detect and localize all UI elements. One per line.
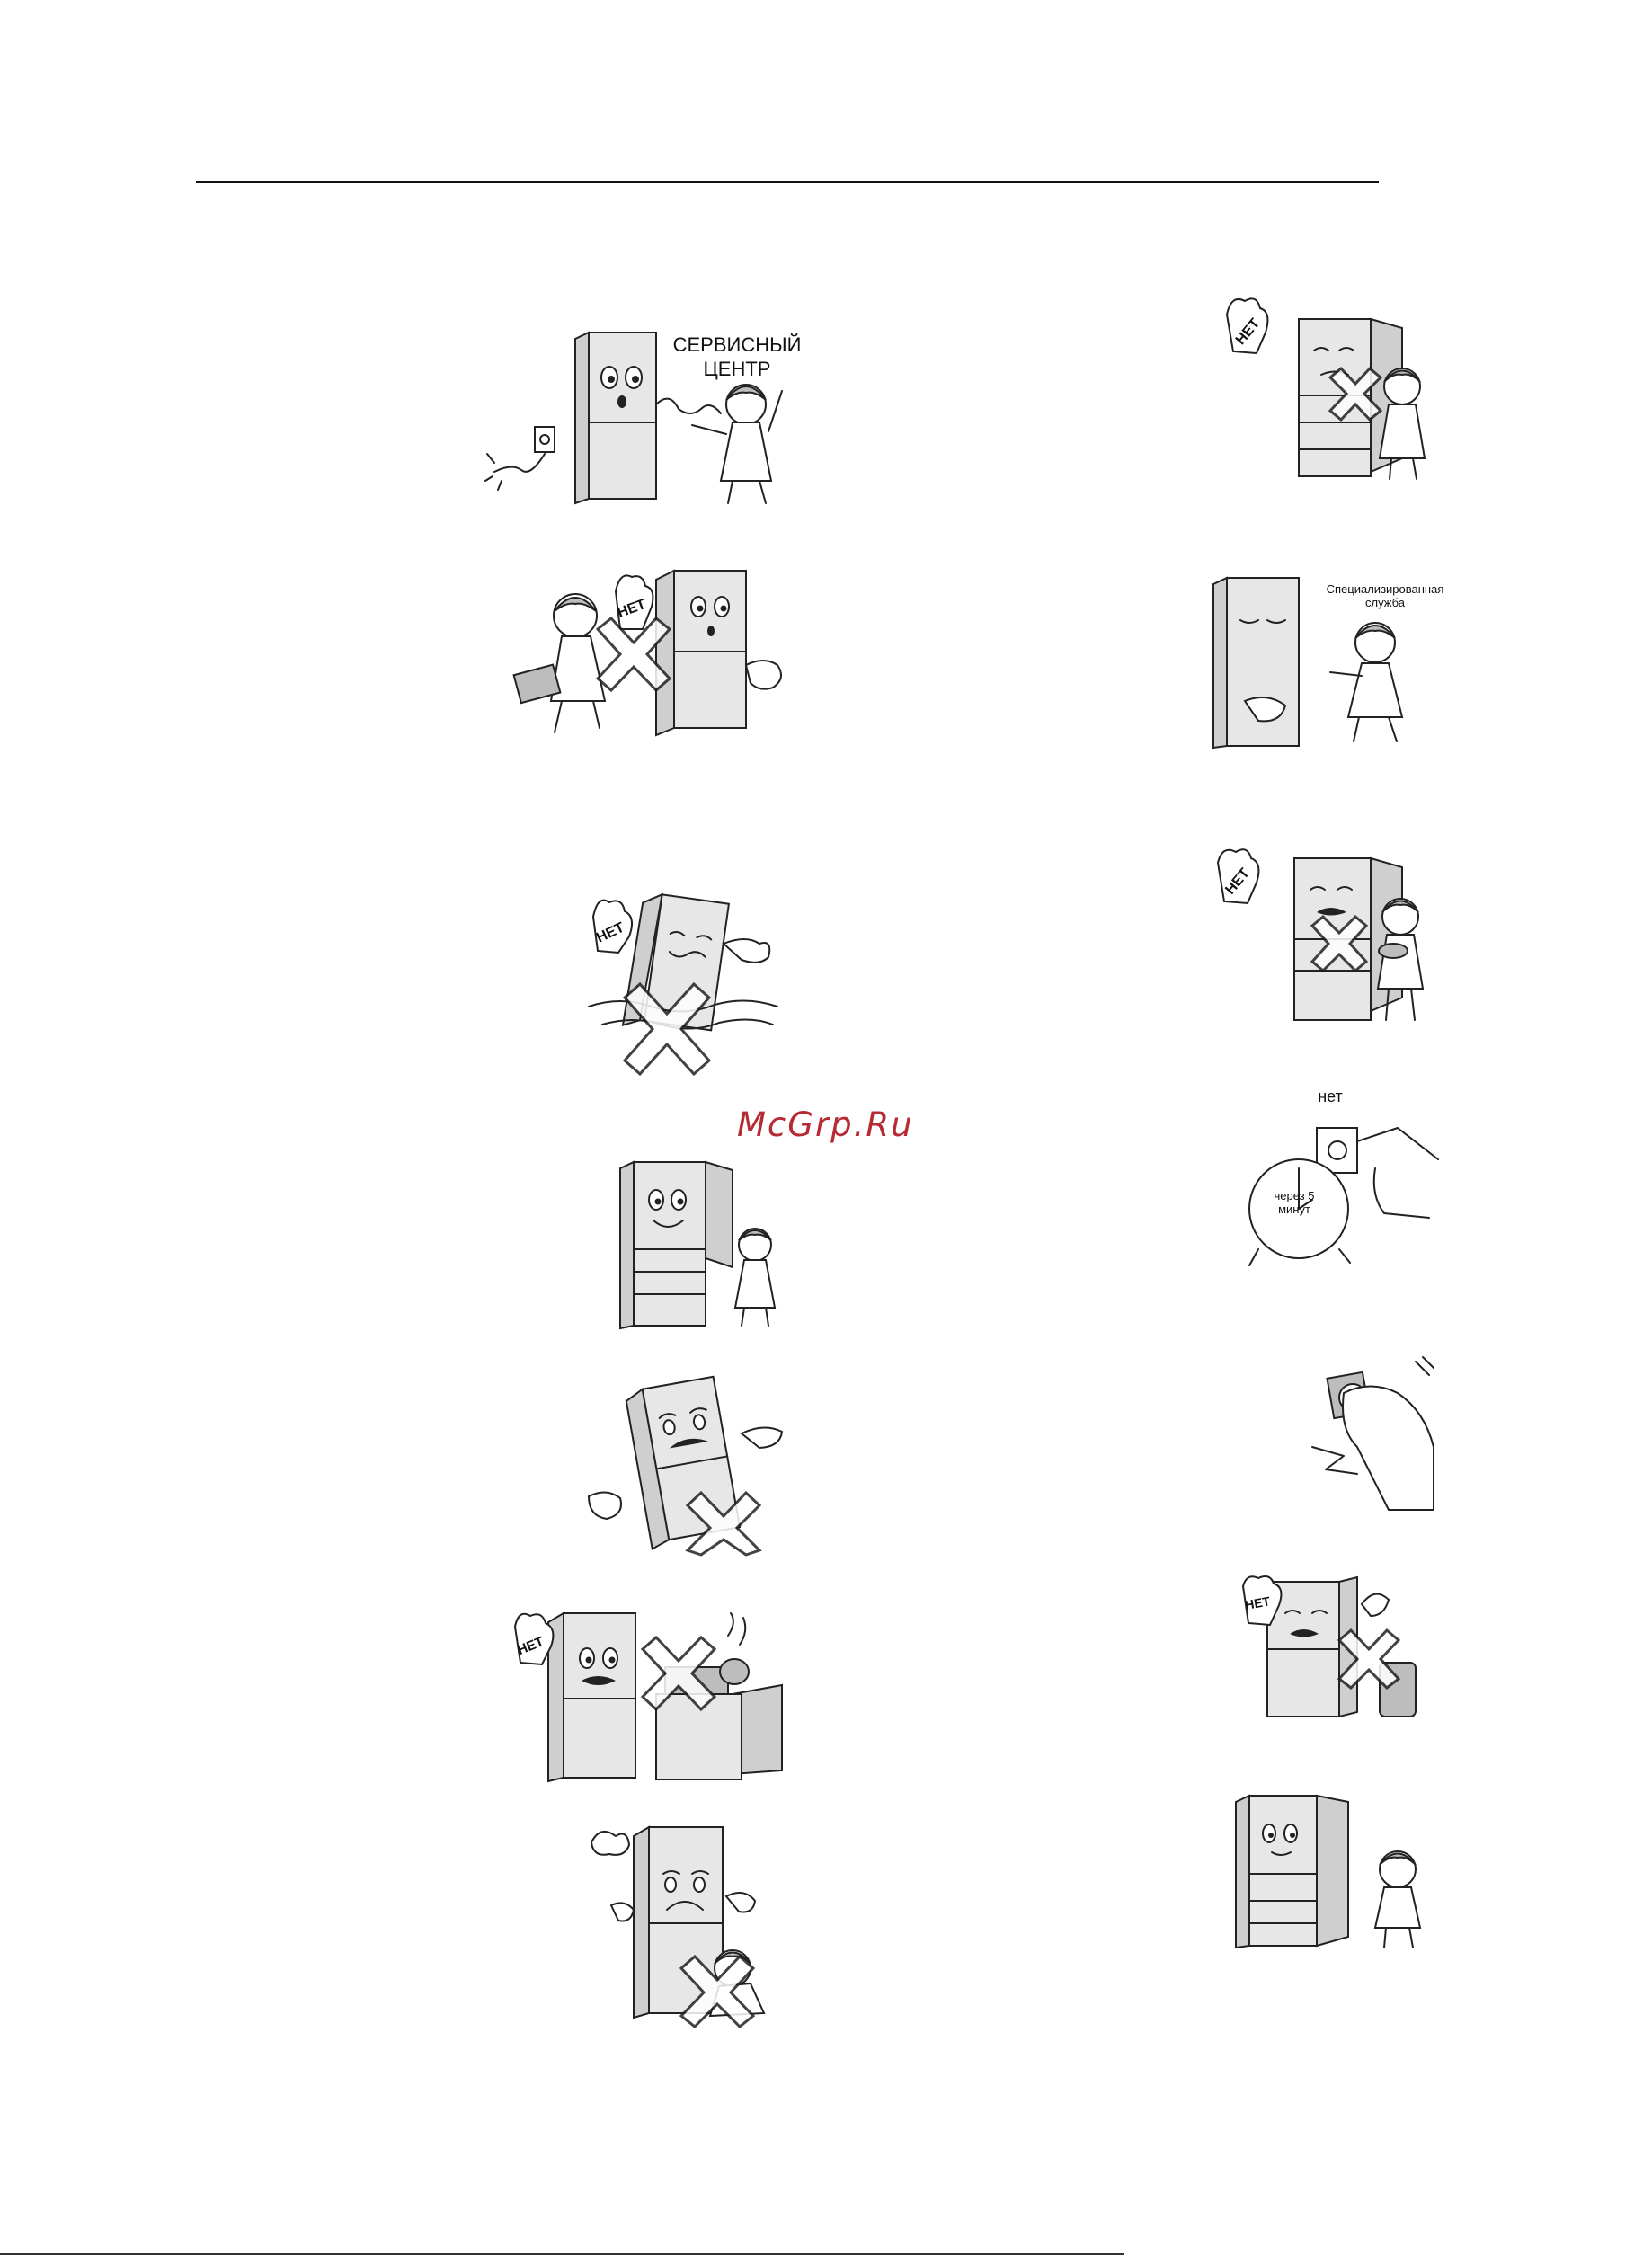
specialized-service-label: Специализированная служба [1318, 582, 1452, 609]
no-flammables-illustration: НЕТ [1204, 845, 1438, 1029]
stop-hand-icon: НЕТ [593, 901, 632, 953]
refrigerator-character-icon [620, 1162, 733, 1328]
no-hanging-illustration [584, 1820, 786, 2027]
no-self-repair-illustration: НЕТ [499, 566, 800, 746]
girl-character-icon [514, 594, 605, 732]
no-water-illustration: НЕТ [584, 890, 791, 1078]
footer-rule [0, 2253, 1124, 2255]
refrigerator-character-icon [575, 333, 656, 503]
refrigerator-character-icon [1213, 578, 1299, 748]
stop-hand-icon: НЕТ [1218, 849, 1258, 903]
girl-open-fridge-illustration [1231, 1793, 1443, 1950]
unplug-by-plug-illustration [1308, 1357, 1438, 1514]
stop-hand-icon: НЕТ [616, 575, 653, 629]
girl-character-icon [735, 1229, 775, 1326]
net-label: нет [1303, 1087, 1357, 1106]
refrigerator-character-icon [548, 1613, 635, 1781]
service-center-label: СЕРВИСНЫЙ ЦЕНТР [656, 333, 818, 381]
five-minutes-label: через 5 минут [1258, 1189, 1330, 1216]
refrigerator-character-icon [656, 571, 781, 735]
open-door-girl-illustration [616, 1159, 795, 1330]
no-tilt-illustration [575, 1380, 786, 1555]
no-heat-source-illustration: НЕТ [508, 1609, 791, 1784]
watermark: McGrp.Ru [737, 1105, 935, 1144]
header-rule [196, 181, 1379, 183]
refrigerator-character-icon [589, 1377, 782, 1549]
stop-hand-icon: НЕТ [1227, 298, 1267, 353]
no-spray-illustration: НЕТ [1236, 1573, 1447, 1721]
no-hands-inside-illustration: НЕТ [1213, 292, 1434, 485]
girl-character-icon [1375, 1851, 1420, 1948]
girl-character-icon [1330, 623, 1402, 741]
girl-character-icon [656, 385, 782, 503]
refrigerator-character-icon [1236, 1796, 1348, 1948]
